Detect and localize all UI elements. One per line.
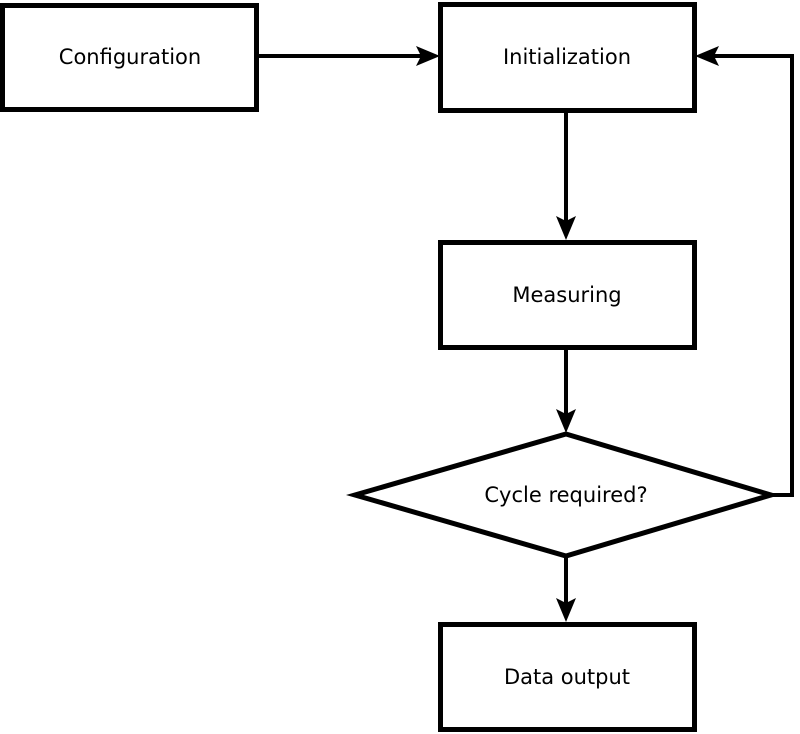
node-initialization-shape[interactable] [438,2,697,113]
arrowhead-down-into-measuring [556,216,576,240]
arrowhead-right-into-initialization [416,46,440,66]
node-measuring[interactable]: Measuring [438,240,697,350]
edge-line-decision-to-initialization-loop [707,54,794,497]
edge-measuring-to-decision [556,350,576,433]
node-data-output-shape[interactable] [438,622,697,732]
node-data-output-label: Data output [504,665,630,689]
edge-configuration-to-initialization [259,46,440,66]
node-initialization[interactable]: Initialization [438,2,697,113]
node-configuration-shape[interactable] [0,3,259,112]
node-decision-cycle-required[interactable]: Cycle required? [345,431,780,559]
node-data-output[interactable]: Data output [438,622,697,732]
edge-decision-to-initialization-loop [695,46,794,497]
edge-decision-to-data-output [556,557,576,622]
arrowhead-down-into-decision [556,409,576,433]
node-decision-shape[interactable] [345,431,780,559]
node-measuring-shape[interactable] [438,240,697,350]
arrowhead-left-into-initialization [695,46,719,66]
edge-initialization-to-measuring [556,112,576,240]
node-initialization-label: Initialization [503,45,631,69]
arrowhead-down-into-data-output [556,598,576,622]
node-configuration[interactable]: Configuration [0,3,259,112]
node-measuring-label: Measuring [512,283,621,307]
node-decision-label: Cycle required? [484,483,647,507]
node-configuration-label: Configuration [59,45,201,69]
